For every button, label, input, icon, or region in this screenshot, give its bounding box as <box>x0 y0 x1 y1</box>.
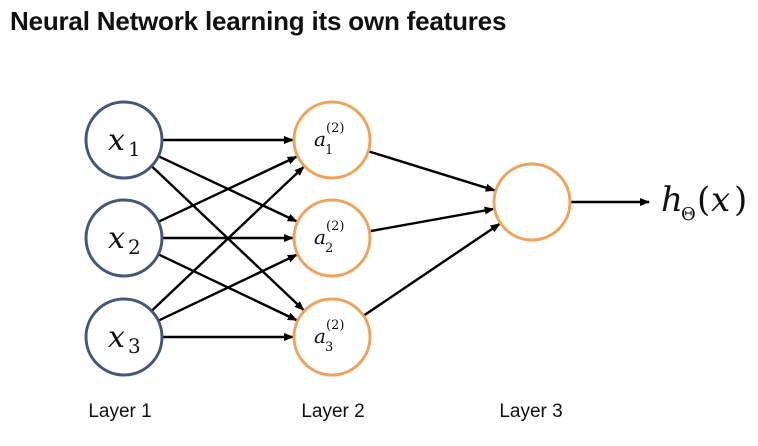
input-node-1 <box>84 100 164 180</box>
input-node-2 <box>84 198 164 278</box>
hidden-subscript-2: 2 <box>325 241 333 256</box>
input-node-3 <box>84 297 164 377</box>
output-label: h Θ ( x ) <box>661 180 747 225</box>
edge-a3-to-output <box>362 222 501 317</box>
input-var-1: x <box>108 123 125 158</box>
output-subscript: Θ <box>681 204 696 225</box>
slide-title: Neural Network learning its own features <box>10 6 507 36</box>
connections <box>150 136 650 341</box>
edge-x3-to-a2 <box>157 253 298 322</box>
output-open-paren: ( <box>697 180 710 220</box>
input-subscript-3: 3 <box>128 334 141 358</box>
layer-1-label: Layer 1 <box>88 401 151 422</box>
edge-a1-to-output <box>367 150 496 192</box>
hidden-superscript-1: (2) <box>326 121 344 136</box>
hidden-node-1 <box>292 100 372 180</box>
hidden-var-2: a <box>314 225 326 249</box>
hidden-subscript-3: 3 <box>325 340 333 355</box>
edge-x2-to-a1 <box>157 155 298 223</box>
hidden-node-2 <box>292 198 372 278</box>
input-subscript-1: 1 <box>128 137 141 161</box>
layer-3-label: Layer 3 <box>499 401 562 422</box>
input-subscript-2: 2 <box>128 235 141 259</box>
output-var: h <box>661 180 683 220</box>
hidden-var-3: a <box>314 324 326 348</box>
output-close-paren: ) <box>734 180 747 220</box>
edge-x3-to-a1 <box>150 165 305 312</box>
output-argument: x <box>711 180 730 220</box>
input-var-3: x <box>108 320 125 355</box>
hidden-subscript-1: 1 <box>325 143 333 158</box>
edge-a2-to-output <box>369 206 495 233</box>
input-var-2: x <box>108 221 125 256</box>
layer-2-label: Layer 2 <box>301 401 364 422</box>
output-node <box>492 162 572 242</box>
hidden-superscript-3: (2) <box>326 318 344 333</box>
hidden-var-1: a <box>314 127 326 151</box>
hidden-node-3 <box>292 297 372 377</box>
hidden-superscript-2: (2) <box>326 219 344 234</box>
